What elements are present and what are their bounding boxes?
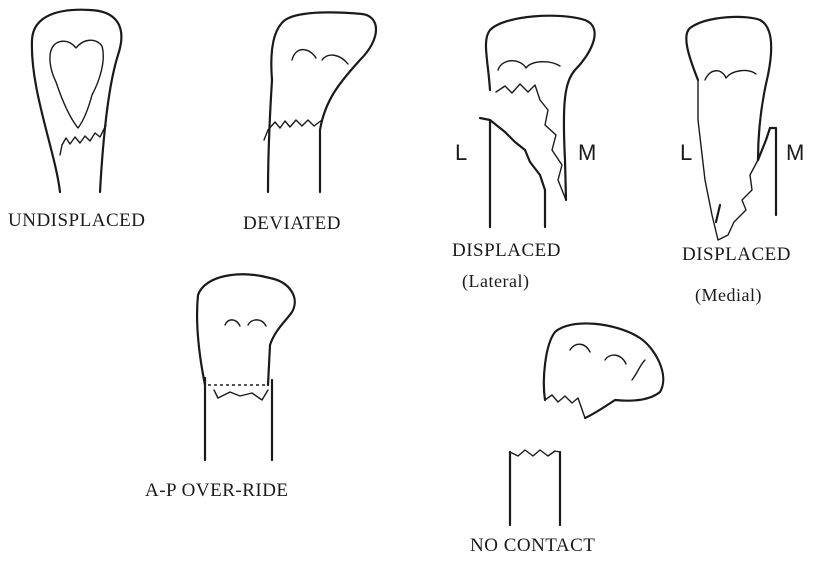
label-displaced-lateral-sub: (Lateral): [462, 271, 529, 292]
label-displaced-lateral: DISPLACED: [452, 240, 561, 262]
bone-undisplaced: [32, 10, 121, 192]
bone-ap-override: [197, 274, 295, 460]
label-displaced-medial-sub: (Medial): [695, 285, 762, 306]
medial-marker-medial-fig: M: [786, 140, 804, 165]
bone-displaced-lateral: [480, 16, 595, 227]
label-ap-override: A-P OVER-RIDE: [145, 480, 289, 502]
label-no-contact: NO CONTACT: [470, 535, 595, 557]
bone-displaced-medial: [686, 17, 776, 240]
lateral-marker-medial-fig: L: [680, 140, 692, 165]
label-undisplaced: UNDISPLACED: [8, 210, 145, 232]
bone-deviated: [264, 12, 376, 192]
label-displaced-medial: DISPLACED: [682, 244, 791, 266]
bone-no-contact: [510, 323, 663, 525]
medial-marker: M: [578, 140, 596, 165]
label-deviated: DEVIATED: [243, 213, 341, 235]
lateral-marker: L: [455, 140, 467, 165]
